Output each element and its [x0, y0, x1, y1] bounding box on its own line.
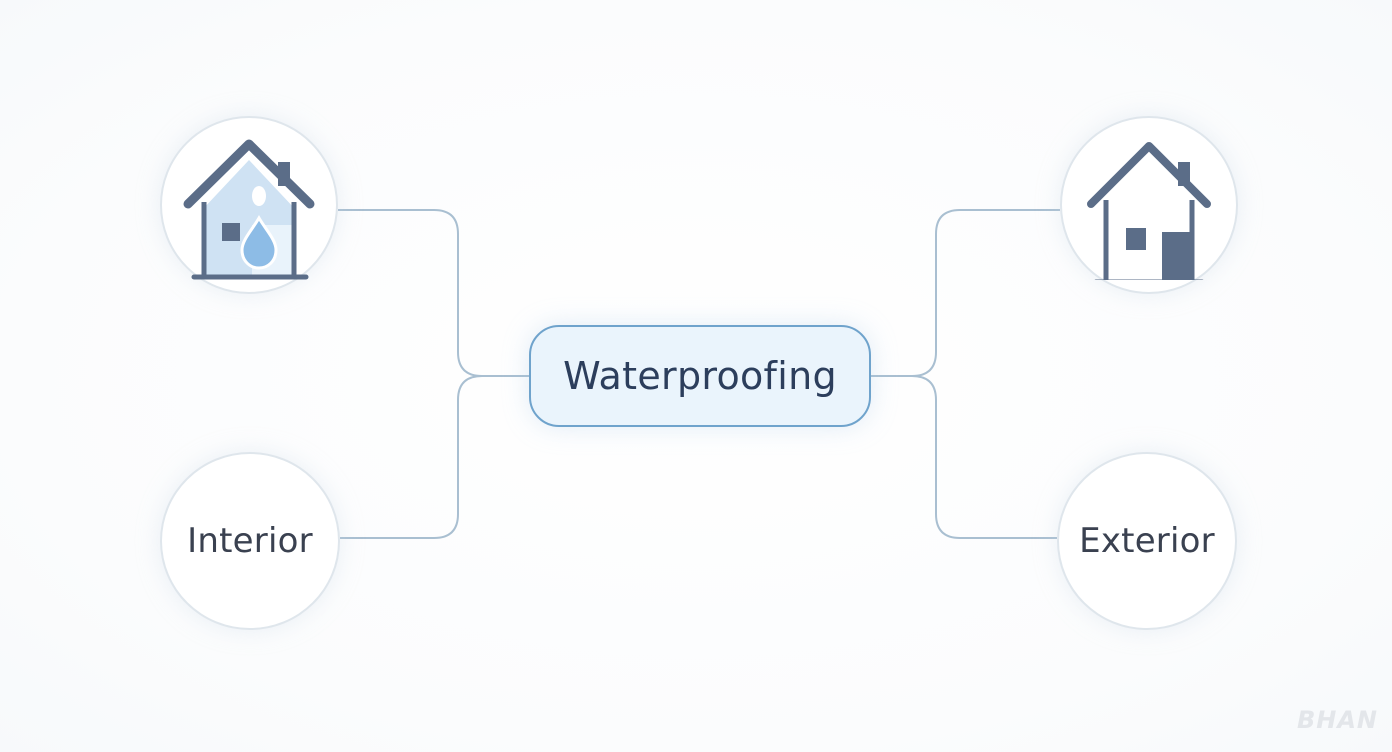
exterior-label: Exterior	[1079, 521, 1215, 561]
interior-node: Interior	[160, 452, 340, 630]
connector-center-to-exterior	[871, 375, 1057, 539]
connector-center-to-interior-icon	[338, 209, 529, 377]
house-water-drop-icon	[183, 139, 315, 280]
waterproofing-center-node: Waterproofing	[529, 325, 871, 427]
watermark: BHAN	[1296, 706, 1378, 734]
interior-icon-node	[160, 116, 338, 294]
connector-center-to-exterior-icon	[871, 209, 1060, 377]
house-icon	[1087, 142, 1211, 280]
connector-center-to-interior	[340, 375, 529, 539]
exterior-node: Exterior	[1057, 452, 1237, 630]
center-label: Waterproofing	[563, 354, 837, 398]
exterior-icon-node	[1060, 116, 1238, 294]
interior-label: Interior	[187, 521, 313, 561]
